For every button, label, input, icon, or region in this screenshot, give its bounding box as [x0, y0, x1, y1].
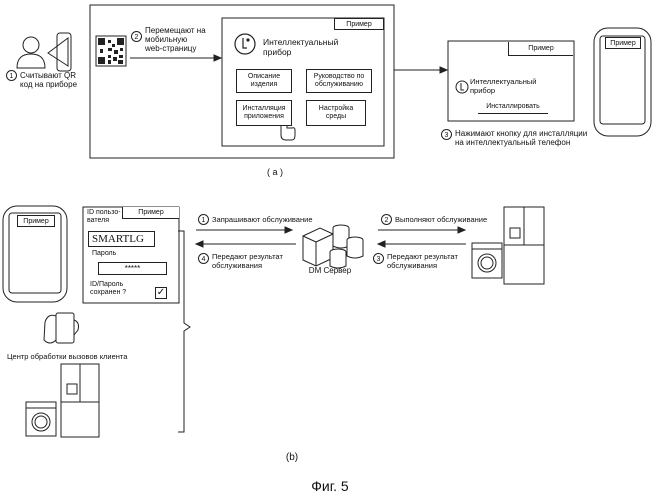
arrow-to-web: [130, 55, 221, 61]
step1-text: Считывают QR код на приборе: [20, 71, 77, 89]
product-description-button[interactable]: Описание изделия: [236, 69, 292, 93]
step2-number: 2: [131, 31, 142, 42]
b-step4-text: Передают результат обслуживания: [212, 253, 283, 270]
fridge-right-icon: [504, 207, 544, 284]
password-field[interactable]: *****: [98, 262, 167, 275]
user-id-label: ID пользо- вателя: [87, 209, 121, 225]
arrow-perform: [378, 227, 465, 233]
step1-number: 1: [6, 70, 17, 81]
call-center-label: Центр обработки вызовов клиента: [7, 353, 127, 362]
b-step4-number: 4: [198, 253, 209, 264]
password-label: Пароль: [92, 250, 116, 258]
hand-holding-phone-icon: [44, 313, 79, 343]
install-example-tag: Пример: [508, 42, 573, 56]
washer-left-icon: [26, 402, 56, 436]
b-step1-number: 1: [198, 214, 209, 225]
dm-server-label: DM Сервер: [300, 266, 360, 275]
dm-server-icon: [303, 225, 363, 268]
phone-example-tag: Пример: [605, 37, 641, 49]
saved-label: ID/Пароль сохранен ?: [90, 281, 126, 297]
arrow-request: [196, 227, 292, 233]
b-step2-text: Выполняют обслуживание: [395, 216, 487, 225]
person-icon: [17, 37, 45, 68]
install-button[interactable]: Инсталлировать: [478, 102, 548, 114]
arrow-result-to-server: [378, 241, 466, 247]
step3-text: Нажимают кнопку для инсталляции на интел…: [455, 129, 587, 147]
login-example-tag: Пример: [122, 207, 179, 219]
b-step3-number: 3: [373, 253, 384, 264]
bracket: [178, 231, 190, 432]
environment-settings-button[interactable]: Настройка среды: [306, 100, 366, 126]
caption-a: ( a ): [255, 167, 295, 177]
step3-number: 3: [441, 129, 452, 140]
app-install-button[interactable]: Инсталляция приложения: [236, 100, 292, 126]
b-step1-text: Запрашивают обслуживание: [212, 216, 313, 225]
install-logo-text: Интеллектуальный прибор: [470, 78, 536, 95]
user-id-field[interactable]: SMARTLG: [88, 231, 155, 247]
lg-logo-small-icon: [456, 81, 468, 93]
figure-label: Фиг. 5: [290, 478, 370, 494]
smartphone-icon: [57, 33, 71, 71]
step2-text: Перемещают на мобильную web-страницу: [145, 26, 206, 54]
fridge-left-icon: [61, 364, 99, 437]
caption-b: (b): [272, 452, 312, 464]
b-step2-number: 2: [381, 214, 392, 225]
qr-code-icon: [96, 36, 126, 66]
phone-b-example-tag: Пример: [17, 215, 55, 227]
remember-checkbox[interactable]: ✓: [155, 287, 167, 299]
service-manual-button[interactable]: Руководство по обслуживанию: [306, 69, 372, 93]
washer-right-icon: [472, 243, 502, 278]
scan-beam-icon: [48, 38, 68, 66]
b-step3-text: Передают результат обслуживания: [387, 253, 458, 270]
web-logo-text: Интеллектуальный прибор: [263, 38, 338, 58]
arrow-result-back: [196, 241, 296, 247]
lg-logo-icon: [235, 34, 255, 54]
web-example-tag: Пример: [334, 18, 384, 30]
arrow-to-install: [394, 67, 447, 73]
